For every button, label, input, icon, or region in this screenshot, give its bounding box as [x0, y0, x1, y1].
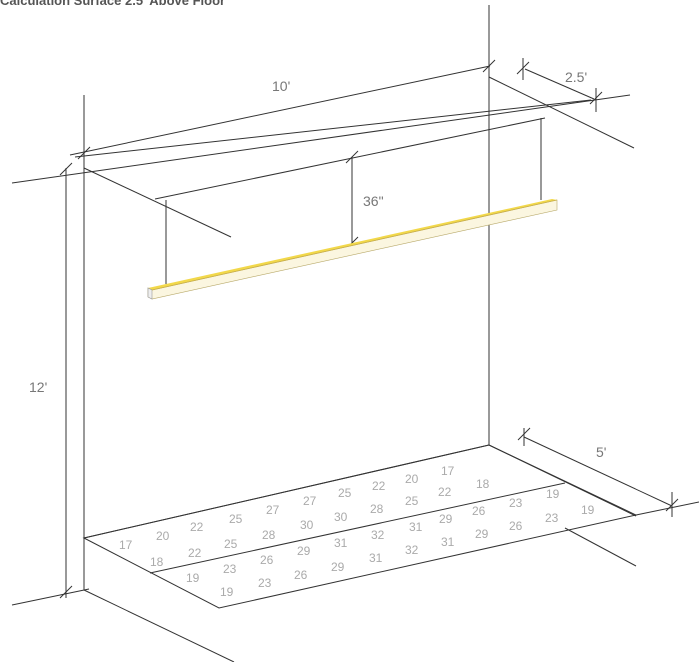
light-level-value: 19 — [581, 503, 595, 517]
light-level-value: 25 — [338, 486, 352, 500]
light-level-value: 29 — [439, 512, 453, 526]
light-level-value: 20 — [156, 529, 170, 543]
diagram-title: Calculation Surface 2.5' Above Floor — [0, 0, 226, 8]
light-level-value: 29 — [331, 560, 345, 574]
wall-outline — [11, 5, 699, 662]
linear-light-fixture — [147, 199, 558, 300]
light-level-value: 19 — [186, 571, 200, 585]
light-level-value: 25 — [405, 494, 419, 508]
light-level-value: 25 — [224, 537, 238, 551]
light-level-value: 22 — [372, 479, 386, 493]
light-level-value: 32 — [405, 543, 419, 557]
light-level-value: 30 — [334, 510, 348, 524]
light-level-value: 18 — [150, 555, 164, 569]
light-level-value: 29 — [297, 544, 311, 558]
light-level-value: 28 — [370, 502, 384, 516]
light-level-value: 27 — [266, 503, 280, 517]
light-level-value: 22 — [188, 546, 202, 560]
light-level-value: 31 — [369, 551, 383, 565]
light-level-value: 22 — [438, 485, 452, 499]
depth-dimension-label: 2.5' — [565, 69, 587, 85]
light-level-value: 18 — [476, 477, 490, 491]
light-level-value: 25 — [229, 512, 243, 526]
light-level-value: 26 — [509, 519, 523, 533]
light-level-value: 20 — [405, 472, 419, 486]
light-level-value: 29 — [475, 527, 489, 541]
light-level-value: 22 — [190, 520, 204, 534]
light-level-values: 17 20 22 25 27 27 25 22 20 17 18 22 25 2… — [119, 464, 595, 599]
light-level-value: 19 — [546, 487, 560, 501]
suspension-dimension-label: 36" — [363, 193, 384, 209]
light-level-value: 26 — [294, 568, 308, 582]
light-level-value: 27 — [303, 494, 317, 508]
light-level-value: 17 — [441, 464, 455, 478]
light-level-value: 23 — [223, 562, 237, 576]
light-level-value: 17 — [119, 538, 133, 552]
light-level-value: 31 — [441, 535, 455, 549]
light-level-value: 31 — [409, 520, 423, 534]
height-dimension-label: 12' — [29, 379, 47, 395]
floor-depth-dimension-label: 5' — [596, 444, 606, 460]
width-dimension-label: 10' — [272, 78, 290, 94]
light-level-value: 30 — [300, 518, 314, 532]
light-level-value: 28 — [262, 528, 276, 542]
light-level-value: 23 — [545, 511, 559, 525]
calculation-surface — [82, 444, 638, 609]
light-level-value: 32 — [371, 528, 385, 542]
light-level-value: 19 — [220, 585, 234, 599]
light-level-value: 23 — [509, 496, 523, 510]
light-level-value: 26 — [472, 504, 486, 518]
light-level-value: 31 — [334, 536, 348, 550]
light-level-value: 23 — [258, 576, 272, 590]
light-level-value: 26 — [260, 553, 274, 567]
